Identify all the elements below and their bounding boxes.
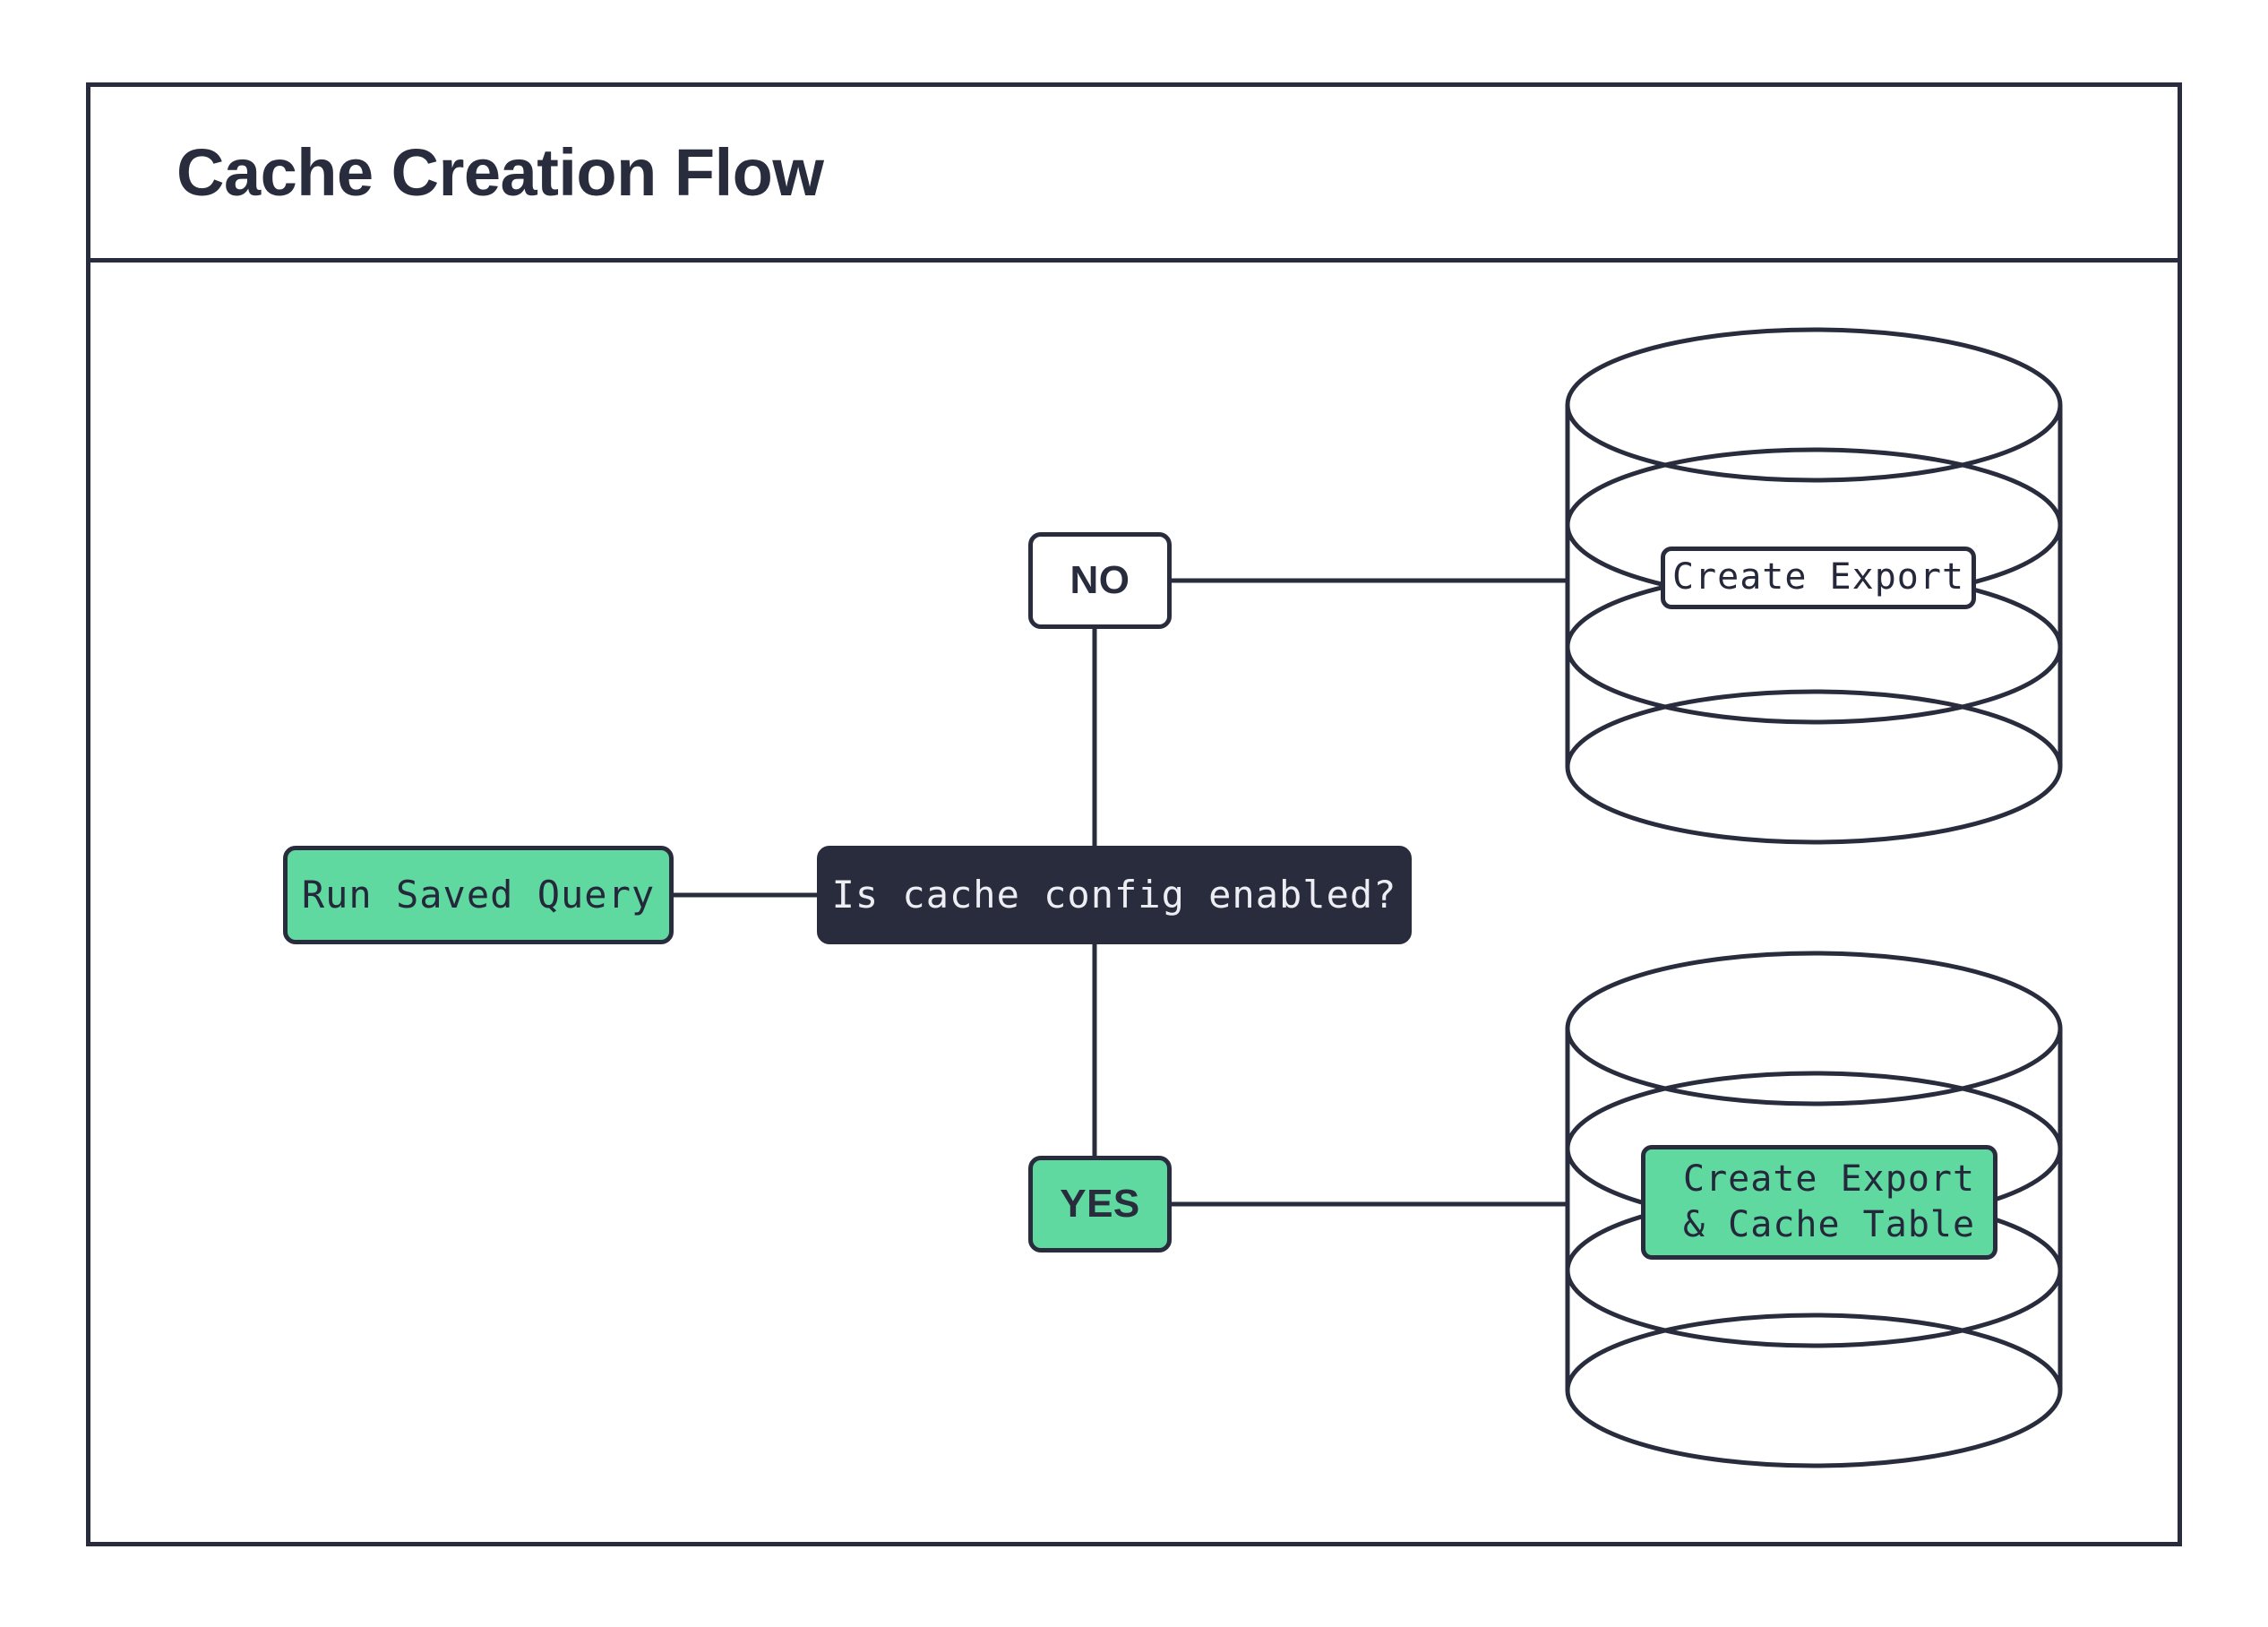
page-title: Cache Creation Flow — [176, 135, 824, 210]
node-create-export-and-cache-table[interactable]: Create Export & Cache Table — [1641, 1145, 1997, 1260]
diagram-header: Cache Creation Flow — [90, 87, 2178, 263]
node-run-saved-query[interactable]: Run Saved Query — [283, 846, 674, 944]
node-create-export-and-cache-table-line2: & Cache Table — [1683, 1204, 1976, 1245]
diagram-frame: Cache Creation Flow — [86, 82, 2182, 1546]
node-branch-yes[interactable]: YES — [1028, 1156, 1172, 1253]
node-create-export-and-cache-table-line1: Create Export — [1683, 1158, 1976, 1200]
node-decision-is-cache-config-enabled[interactable]: Is cache config enabled? — [817, 846, 1412, 944]
node-create-export[interactable]: Create Export — [1661, 547, 1976, 609]
node-branch-no[interactable]: NO — [1028, 532, 1172, 629]
